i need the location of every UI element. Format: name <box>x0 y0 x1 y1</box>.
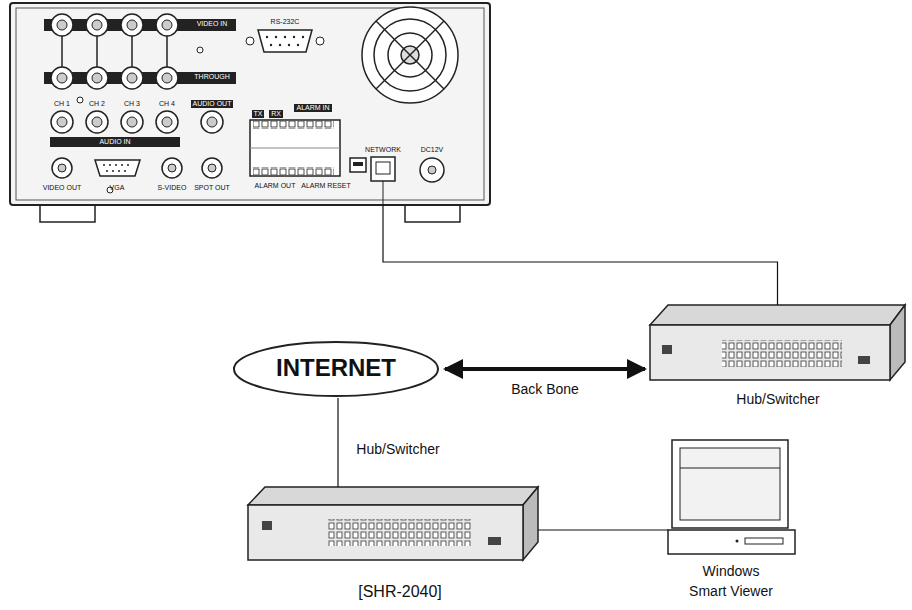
hub-switch: Hub/Switcher <box>650 305 905 380</box>
edge-label: Back Bone <box>509 381 581 397</box>
node-label: Hub/Switcher <box>356 441 439 457</box>
port-label: VIDEO IN <box>195 20 230 28</box>
port-label: RS-232C <box>271 18 300 26</box>
port-label: ALARM OUT <box>255 182 296 190</box>
port-label: TX <box>252 110 265 118</box>
node-label: Hub/Switcher <box>736 391 819 407</box>
port-label: RX <box>269 110 283 118</box>
node-label: Windows Smart Viewer <box>685 562 777 601</box>
hub-switch: Hub/Switcher <box>248 487 538 560</box>
cable-line <box>383 205 778 305</box>
caption: [SHR-2040] <box>358 583 442 601</box>
port-label: DC12V <box>421 146 444 154</box>
port-label: NETWORK <box>365 146 401 154</box>
dvr-rear-panel: VIDEO IN THROUGH RS-232C CH 1 CH 2 CH 3 CH 4 AU… <box>10 3 490 205</box>
internet-ellipse: INTERNET <box>232 340 440 398</box>
dvr-panel <box>10 3 490 222</box>
port-label: CH 4 <box>159 100 175 108</box>
computer: Windows Smart Viewer <box>668 440 795 554</box>
port-label: CH 1 <box>54 100 70 108</box>
double-arrow <box>445 367 645 371</box>
port-label: AUDIO IN <box>97 138 132 146</box>
hub-switch <box>248 487 538 560</box>
port-label: CH 2 <box>89 100 105 108</box>
port-label: VIDEO OUT <box>43 184 82 192</box>
port-label: AUDIO OUT <box>191 100 234 108</box>
port-label: SPOT OUT <box>194 184 230 192</box>
cable-line <box>337 398 338 487</box>
port-label: ALARM IN <box>294 104 331 112</box>
hub-switch <box>650 305 905 380</box>
port-label: THROUGH <box>192 73 231 81</box>
port-label: S-VIDEO <box>158 184 187 192</box>
node-label: INTERNET <box>276 354 396 382</box>
port-label: ALARM RESET <box>301 182 350 190</box>
port-label: VGA <box>110 184 125 192</box>
port-label: CH 3 <box>124 100 140 108</box>
cable-line <box>538 529 668 530</box>
computer-icon <box>668 440 795 554</box>
